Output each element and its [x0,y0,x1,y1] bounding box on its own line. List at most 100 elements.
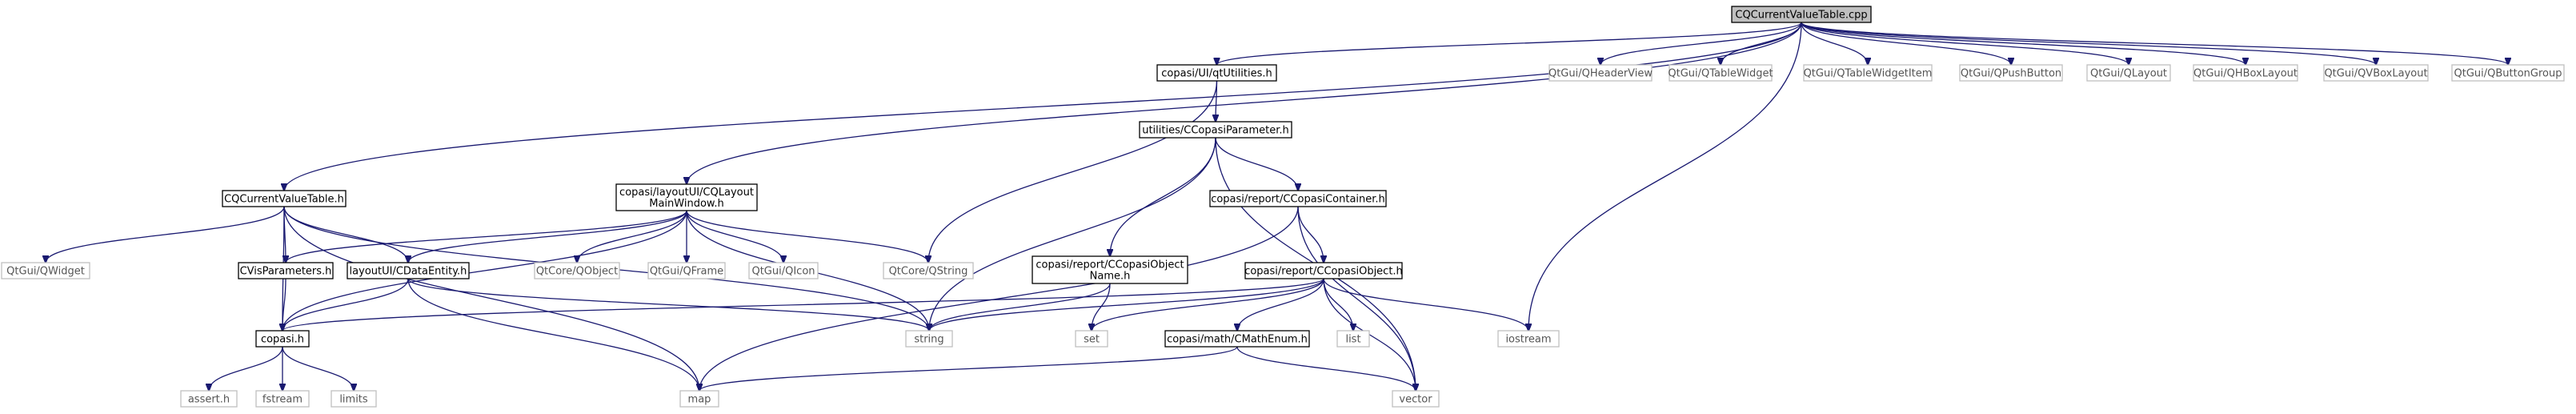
node-box [255,330,310,348]
node-qhbox-layout: QtGui/QHBoxLayout [2193,64,2298,82]
node-label: list [1345,334,1360,346]
node-label: copasi/UI/qtUtilities.h [1161,68,1272,80]
edge-root-to-iostream [1528,22,1802,331]
node-ccopasi-container[interactable]: copasi/report/CCopasiContainer.h [1209,190,1387,207]
node-label: QtGui/QIcon [751,266,815,278]
node-label: QtGui/QVBoxLayout [2324,68,2427,80]
node-set: set [1075,330,1108,348]
node-cvis-parameters[interactable]: CVisParameters.h [238,262,334,279]
node-box [1803,64,1933,82]
node-label: MainWindow.h [649,198,723,210]
node-label: copasi/layoutUI/CQLayout [619,187,754,199]
edge-cqlayout-main-window-to-copasi-h [282,210,687,331]
node-label: QtGui/QTableWidgetItem [1804,68,1933,80]
node-list: list [1336,330,1370,348]
node-label: iostream [1505,334,1551,346]
node-label: QtGui/QButtonGroup [2454,68,2562,80]
edge-cdata-entity-to-map [407,278,699,391]
node-box [255,390,310,408]
edge-root-to-cqcurrent-value-table-h [284,22,1802,191]
edge-ccopasi-parameter-to-ccopasi-object-name [1110,137,1216,256]
node-qicon: QtGui/QIcon [748,262,819,279]
node-box [2451,64,2565,82]
edge-cqlayout-main-window-to-cdata-entity [408,210,687,263]
node-cqcurrent-value-table-h[interactable]: CQCurrentValueTable.h [222,190,347,207]
node-label: CQCurrentValueTable.h [224,194,344,206]
node-box [647,262,726,279]
node-label: layoutUI/CDataEntity.h [350,266,467,278]
edge-root-to-qt-utilities [1217,22,1802,65]
node-box [1139,121,1292,139]
edge-root-to-qtable-widget-item [1801,22,1868,65]
node-label: Name.h [1090,271,1131,283]
edge-cqlayout-main-window-to-qicon [686,210,783,263]
node-label: QtGui/QWidget [6,266,85,278]
node-qbutton-group: QtGui/QButtonGroup [2451,64,2565,82]
node-box [1244,262,1403,279]
node-box [1336,330,1370,348]
node-box [1548,64,1653,82]
node-box [1032,255,1188,284]
edge-root-to-qtable-widget [1721,22,1802,65]
edge-ccopasi-container-to-map [699,206,1299,391]
node-label: copasi.h [261,334,304,346]
node-box [534,262,620,279]
node-label: QtGui/QTableWidget [1668,68,1773,80]
node-box [883,262,974,279]
node-label: vector [1399,394,1432,406]
edge-ccopasi-object-to-copasi-h [282,278,1324,331]
node-label: string [914,334,943,346]
node-label: copasi/report/CCopasiObject [1036,259,1184,271]
node-label: utilities/CCopasiParameter.h [1142,125,1289,137]
edge-root-to-cqlayout-main-window [687,22,1802,184]
node-label: limits [339,394,368,406]
edge-copasi-h-to-assert [209,346,283,391]
edge-copasi-h-to-limits [282,346,354,391]
edge-ccopasi-parameter-to-string [929,137,1216,331]
nodes-layer: CQCurrentValueTable.cpp copasi/UI/qtUtili… [1,6,2565,408]
node-qframe: QtGui/QFrame [647,262,726,279]
edge-root-to-qpush-button [1801,22,2011,65]
node-root[interactable]: CQCurrentValueTable.cpp [1731,6,1872,23]
node-cmath-enum[interactable]: copasi/math/CMathEnum.h [1164,330,1310,348]
node-box [1392,390,1440,408]
edge-ccopasi-object-to-set [1092,278,1324,331]
node-string: string [905,330,953,348]
node-box [1669,64,1773,82]
node-iostream: iostream [1497,330,1560,348]
edge-root-to-qheader-view [1600,22,1802,65]
node-label: QtGui/QFrame [650,266,723,278]
node-box [331,390,377,408]
node-qpush-button: QtGui/QPushButton [1959,64,2063,82]
node-box [2086,64,2171,82]
node-cdata-entity[interactable]: layoutUI/CDataEntity.h [347,262,470,279]
edge-cqcurrent-value-table-h-to-qwidget [46,206,285,263]
node-label: copasi/report/CCopasiContainer.h [1211,194,1385,206]
node-ccopasi-object[interactable]: copasi/report/CCopasiObject.h [1244,262,1403,279]
node-box [748,262,819,279]
node-copasi-h[interactable]: copasi.h [255,330,310,348]
node-box [222,190,347,207]
node-box [905,330,953,348]
node-box [2193,64,2298,82]
edge-cdata-entity-to-string [407,278,929,331]
node-box [180,390,238,408]
node-qlayout: QtGui/QLayout [2086,64,2171,82]
node-qt-utilities[interactable]: copasi/UI/qtUtilities.h [1156,64,1277,82]
edge-cmath-enum-to-vector [1236,346,1416,391]
edge-ccopasi-parameter-to-ccopasi-container [1215,137,1298,191]
edge-cdata-entity-to-copasi-h [282,278,409,331]
node-ccopasi-parameter[interactable]: utilities/CCopasiParameter.h [1139,121,1292,139]
edge-root-to-qhbox-layout [1801,22,2245,65]
node-qtable-widget: QtGui/QTableWidget [1668,64,1773,82]
node-label: copasi/math/CMathEnum.h [1167,334,1308,346]
edge-ccopasi-object-to-iostream [1323,278,1528,331]
edge-cqcurrent-value-table-h-to-map [283,206,699,391]
node-fstream: fstream [255,390,310,408]
node-label: QtCore/QObject [536,266,618,278]
node-qstring: QtCore/QString [883,262,974,279]
node-box [1731,6,1872,23]
